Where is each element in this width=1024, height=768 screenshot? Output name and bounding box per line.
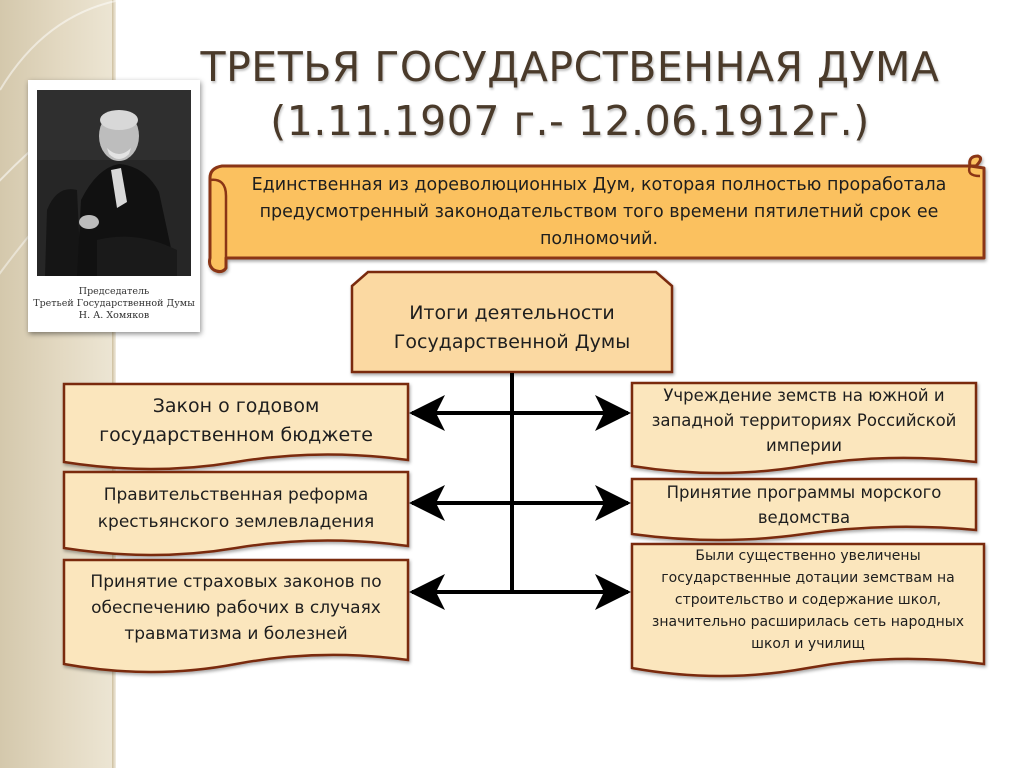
slide-title: ТРЕТЬЯ ГОСУДАРСТВЕННАЯ ДУМА (1.11.1907 г… — [120, 40, 1020, 148]
portrait-photo — [37, 90, 191, 276]
right-item-1: Учреждение земств на южной и западной те… — [640, 384, 968, 456]
right-item-2: Принятие программы морского ведомства — [640, 480, 968, 530]
right-item-3-text: Были существенно увеличены государственн… — [651, 548, 965, 652]
portrait-caption-line-1: Председатель — [78, 286, 150, 297]
scroll-banner-text-content: Единственная из дореволюционных Дум, кот… — [251, 174, 947, 249]
scroll-banner — [208, 154, 986, 274]
right-item-2-text: Принятие программы морского ведомства — [666, 483, 942, 527]
chairman-portrait: Председатель Третьей Государственной Дум… — [28, 80, 200, 332]
title-line-1: ТРЕТЬЯ ГОСУДАРСТВЕННАЯ ДУМА — [200, 43, 940, 91]
portrait-figure-image — [37, 90, 191, 276]
right-boxes — [630, 381, 986, 678]
left-item-1-text: Закон о годовом государственном бюджете — [99, 395, 373, 446]
right-item-3: Были существенно увеличены государственн… — [640, 544, 976, 656]
left-item-3: Принятие страховых законов по обеспечени… — [72, 566, 400, 650]
left-item-1: Закон о годовом государственном бюджете — [72, 388, 400, 454]
left-item-2: Правительственная реформа крестьянского … — [72, 476, 400, 542]
left-boxes — [62, 382, 410, 674]
left-item-2-text: Правительственная реформа крестьянского … — [97, 485, 375, 532]
left-item-3-text: Принятие страховых законов по обеспечени… — [90, 572, 382, 644]
title-line-2: (1.11.1907 г.- 12.06.1912г.) — [270, 97, 870, 145]
center-box-text: Итоги деятельности Государственной Думы — [362, 290, 662, 366]
portrait-caption-line-3: Н. А. Хомяков — [78, 310, 150, 321]
center-box — [350, 270, 674, 374]
scroll-banner-text: Единственная из дореволюционных Дум, кот… — [232, 168, 966, 256]
connector-lines — [409, 373, 631, 610]
portrait-caption-line-2: Третьей Государственной Думы — [33, 298, 195, 309]
portrait-caption: Председатель Третьей Государственной Дум… — [32, 286, 196, 322]
right-item-1-text: Учреждение земств на южной и западной те… — [651, 385, 957, 455]
center-box-text-content: Итоги деятельности Государственной Думы — [393, 302, 631, 353]
